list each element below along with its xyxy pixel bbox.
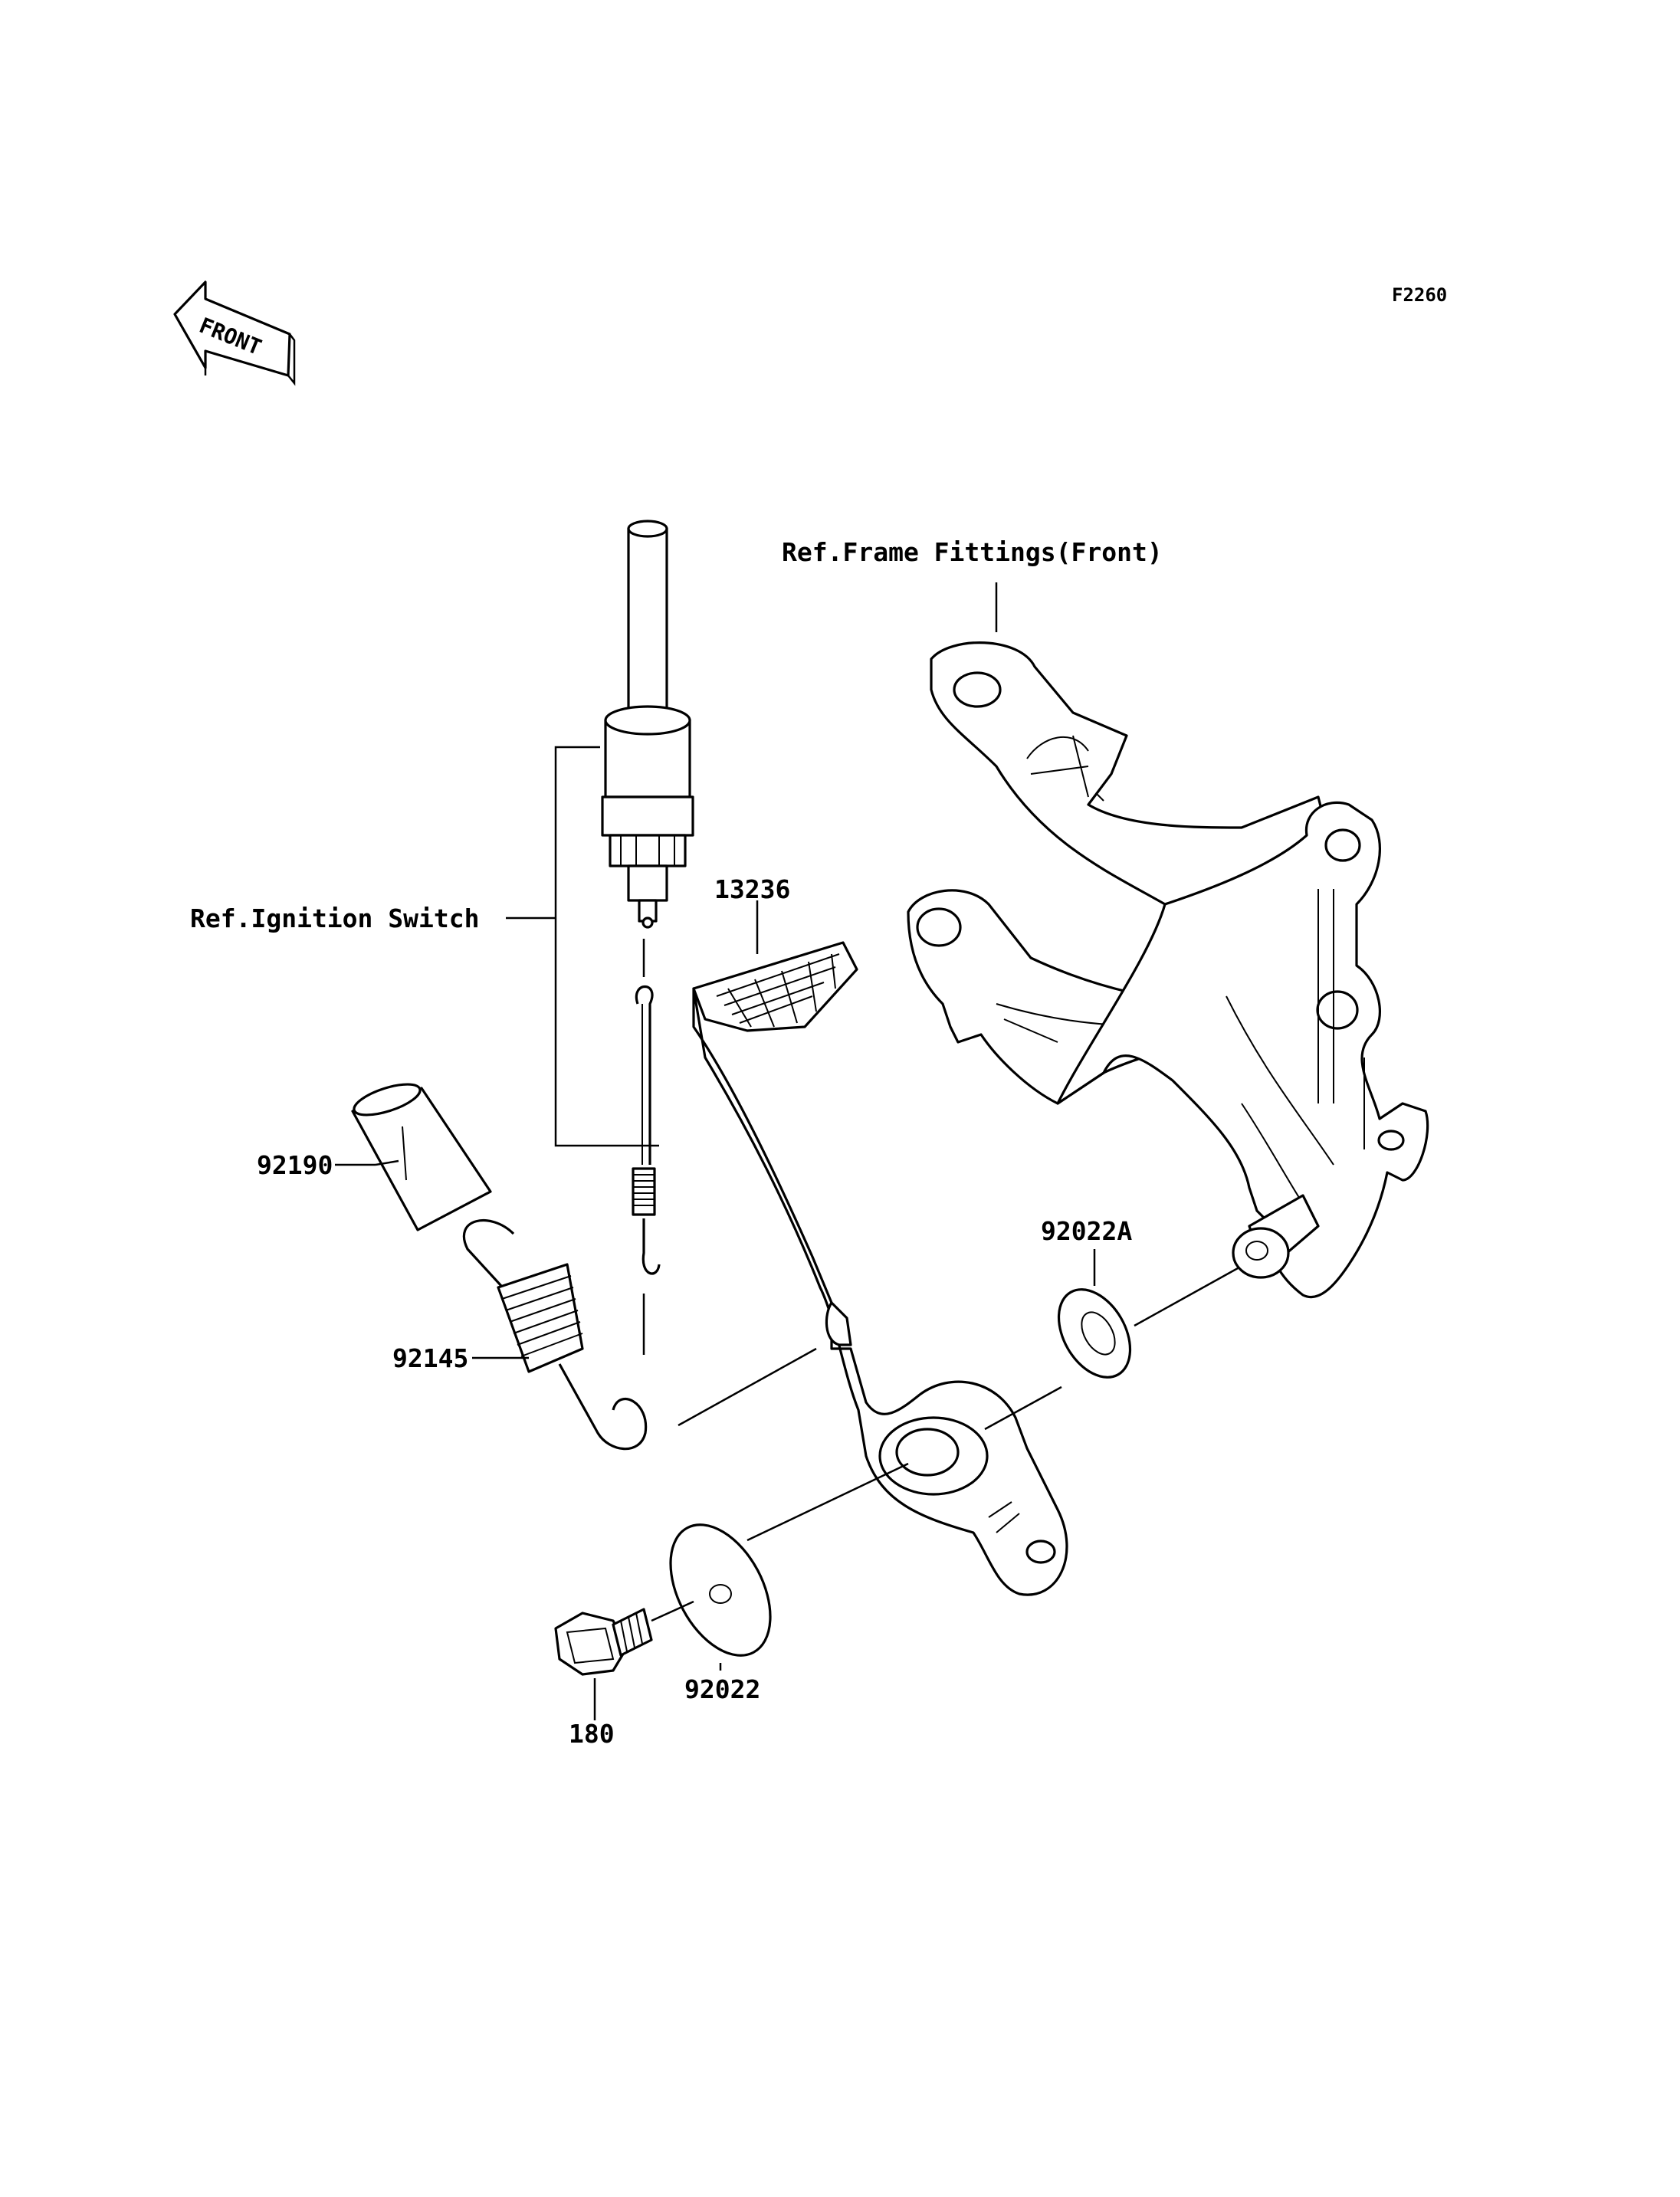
part-92022A-label: 92022A bbox=[1041, 1216, 1132, 1246]
part-92190-sleeve bbox=[351, 1083, 492, 1231]
ignition-switch-bracket bbox=[554, 746, 659, 1147]
part-92145-label: 92145 bbox=[392, 1343, 468, 1373]
switch-spring bbox=[632, 985, 661, 1275]
frame-fittings-ref-label: Ref.Frame Fittings(Front) bbox=[782, 537, 1163, 567]
front-arrow-icon: FRONT bbox=[173, 280, 296, 386]
brake-light-switch bbox=[601, 520, 694, 929]
part-13236-label: 13236 bbox=[714, 874, 790, 904]
frame-fittings bbox=[907, 641, 1429, 1299]
part-180-label: 180 bbox=[569, 1719, 615, 1749]
part-180-bolt bbox=[554, 1608, 653, 1676]
part-13236-brake-pedal bbox=[692, 941, 1068, 1596]
part-92022-label: 92022 bbox=[684, 1674, 760, 1704]
ignition-switch-ref-label: Ref.Ignition Switch bbox=[190, 903, 480, 933]
diagram-code: F2260 bbox=[1392, 284, 1447, 306]
part-92022A-washer bbox=[1057, 1288, 1132, 1379]
part-92145-spring bbox=[462, 1219, 648, 1451]
part-92022-washer bbox=[669, 1523, 772, 1657]
part-92190-label: 92190 bbox=[257, 1150, 333, 1180]
